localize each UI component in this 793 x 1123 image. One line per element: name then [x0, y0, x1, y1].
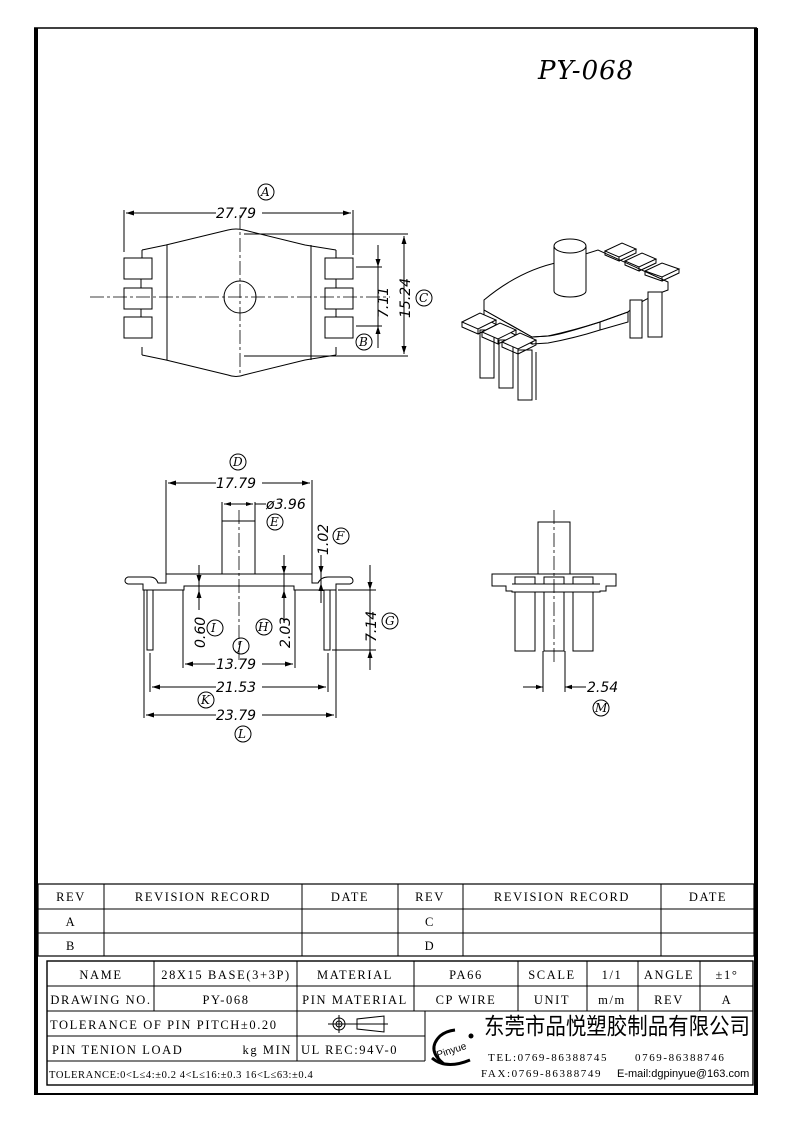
sheet-frame [34, 27, 758, 1095]
dim-G-value: 7.14 [364, 611, 380, 642]
date-header: DATE [689, 890, 727, 904]
dim-F-tag: F [335, 529, 345, 543]
dim-I-tag: I [210, 621, 216, 635]
dim-G-tag: G [385, 614, 395, 628]
company-email: E-mail:dgpinyue@163.com [617, 1068, 749, 1080]
dim-L-value: 23.79 [216, 708, 256, 724]
revision-record-header: REVISION RECORD [494, 890, 630, 904]
dim-A-value: 27.79 [216, 206, 256, 222]
general-tolerance: TOLERANCE:0<L≤4:±0.2 4<L≤16:±0.3 16<L≤63… [49, 1070, 313, 1081]
revision-table: REV REVISION RECORD DATE REV REVISION RE… [37, 883, 755, 957]
material-value: PA66 [449, 968, 483, 982]
dim-J-tag: J [234, 639, 243, 653]
rev-label: REV [654, 993, 684, 1007]
drawing-no-value: PY-068 [202, 993, 249, 1007]
revision-record-header: REVISION RECORD [135, 890, 271, 904]
front-view: 17.79 D ø3.96 E 1.02 F 7.14 G 13.79 2.03… [124, 453, 399, 743]
isometric-view [460, 238, 681, 401]
top-view: 27.79 A 7.11 B 15.24 C [90, 183, 433, 377]
material-label: MATERIAL [317, 968, 393, 982]
pin-pad [123, 287, 153, 310]
company-fax: FAX:0769-86388749 [481, 1068, 602, 1080]
pin-material-value: CP WIRE [436, 993, 497, 1007]
pin-pad [123, 316, 153, 339]
dim-H-tag: H [257, 620, 269, 634]
pin-pad [324, 316, 354, 339]
dim-E-tag: E [269, 515, 279, 529]
dim-B-value: 7.11 [376, 287, 392, 318]
dim-K-tag: K [200, 693, 211, 707]
company-tel: TEL:0769-86388745 [488, 1052, 608, 1064]
date-header: DATE [331, 890, 369, 904]
scale-value: 1/1 [602, 968, 623, 982]
pin [514, 591, 536, 652]
name-label: NAME [79, 968, 122, 982]
title-block: NAME 28X15 BASE(3+3P) MATERIAL PA66 SCAL… [46, 960, 754, 1086]
dim-E-value: ø3.96 [265, 497, 306, 513]
dim-C-value: 15.24 [398, 278, 414, 318]
pin-tension-unit: kg MIN [242, 1043, 292, 1057]
company-name: 东莞市品悦塑胶制品有限公司 [484, 1014, 750, 1040]
name-value: 28X15 BASE(3+3P) [161, 968, 291, 982]
side-view: 2.54 M [491, 510, 618, 717]
rev-cell: A [66, 915, 77, 929]
pin-pad [324, 287, 354, 310]
pin-tension-label: PIN TENION LOAD [52, 1043, 183, 1057]
dim-D-tag: D [232, 455, 243, 469]
dim-A-tag: A [260, 185, 270, 199]
dim-F-value: 1.02 [316, 524, 332, 555]
angle-label: ANGLE [644, 968, 694, 982]
pin-pad [324, 257, 354, 280]
dim-L-tag: L [237, 727, 246, 741]
pin [323, 589, 331, 651]
company-logo: Pinyue [431, 1028, 474, 1066]
dim-M-tag: M [594, 701, 608, 715]
dim-D-value: 17.79 [216, 476, 256, 492]
dim-C-tag: C [419, 291, 428, 305]
drawing-no-label: DRAWING NO. [50, 993, 151, 1007]
scale-label: SCALE [528, 968, 576, 982]
pin [146, 589, 154, 651]
pin [572, 591, 594, 652]
dim-M-value: 2.54 [587, 680, 618, 696]
dim-B-tag: B [358, 335, 368, 349]
rev-cell: C [425, 915, 435, 929]
logo-text: Pinyue [435, 1041, 468, 1061]
dim-I-value: 0.60 [193, 617, 209, 648]
dim-K-value: 21.53 [216, 680, 256, 696]
unit-label: UNIT [534, 993, 570, 1007]
rev-value: A [722, 993, 733, 1007]
unit-value: m/m [598, 993, 626, 1007]
angle-value: ±1° [716, 968, 739, 982]
pin-pitch-tolerance: TOLERANCE OF PIN PITCH±0.20 [50, 1018, 278, 1032]
dim-J-value: 13.79 [216, 657, 256, 673]
pin-material-label: PIN MATERIAL [302, 993, 408, 1007]
drawing-title: PY-068 [537, 56, 634, 86]
pin-pad [123, 257, 153, 280]
company-tel-2: 0769-86388746 [635, 1052, 725, 1064]
rev-header: REV [56, 890, 86, 904]
rev-header: REV [415, 890, 445, 904]
dim-H-value: 2.03 [278, 617, 294, 648]
rev-cell: B [66, 939, 76, 953]
rev-cell: D [425, 939, 436, 953]
first-angle-projection-icon [328, 1015, 388, 1033]
ul-rec: UL REC:94V-0 [301, 1043, 398, 1057]
